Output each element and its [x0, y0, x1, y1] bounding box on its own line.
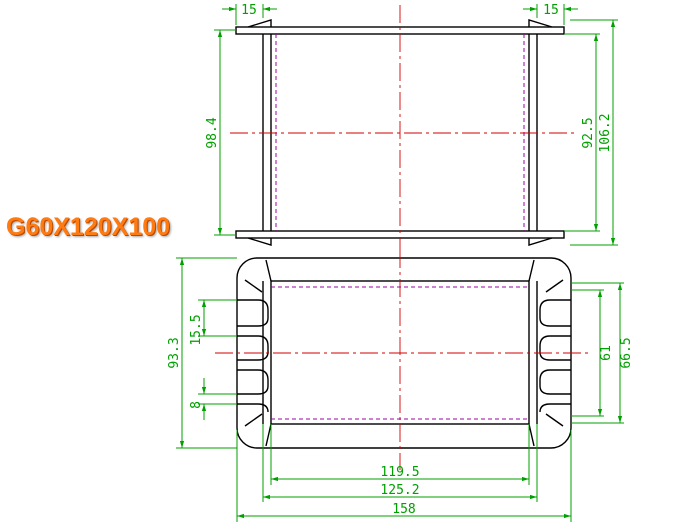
bottom-centerlines: [215, 250, 590, 470]
top-centerlines: [230, 5, 575, 250]
dim-top-right-inner: 92.5: [581, 117, 596, 148]
dim-top-right-outer: 106.2: [598, 113, 613, 152]
dim-bottom-right-outer: 66.5: [619, 337, 634, 368]
dimension-lines: [176, 4, 624, 522]
dim-top-left-height: 98.4: [205, 117, 220, 148]
dim-bottom-width-total: 158: [392, 502, 415, 517]
model-title: G60X120X100: [6, 213, 171, 241]
top-hidden-lines: [275, 34, 525, 231]
dim-top-left-flange: 15: [241, 3, 257, 18]
right-fins: [539, 279, 571, 427]
top-tab-tr: [528, 19, 553, 28]
dim-bottom-slot-width: 8: [189, 401, 204, 409]
top-tab-tl: [247, 19, 272, 28]
dim-bottom-right-inner: 61: [599, 345, 614, 361]
dim-bottom-width-inner: 119.5: [380, 465, 419, 480]
dim-bottom-left-total: 93.3: [167, 337, 182, 368]
dim-bottom-width-mid: 125.2: [380, 483, 419, 498]
top-tab-bl: [247, 237, 272, 246]
dim-top-right-flange: 15: [543, 3, 559, 18]
left-fins: [237, 279, 269, 427]
dim-bottom-slot-pitch: 15.5: [189, 314, 204, 345]
top-tab-br: [528, 237, 553, 246]
